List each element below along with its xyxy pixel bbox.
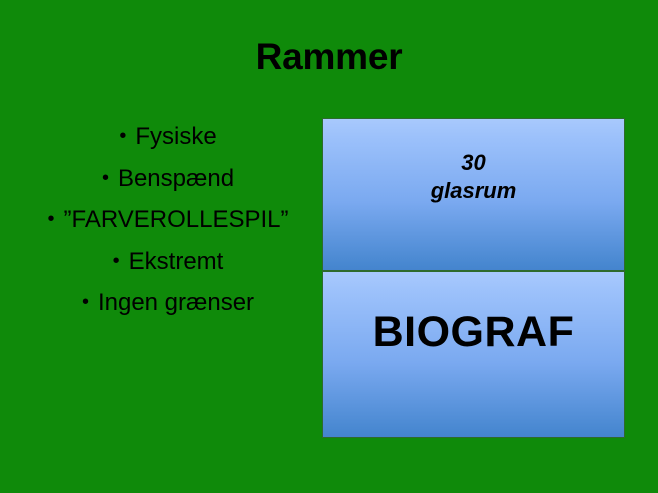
diagram-box-glasrum-text: 30 glasrum: [431, 149, 517, 205]
bullet-dot-icon: •: [112, 249, 120, 272]
list-item: • Benspænd: [18, 158, 318, 200]
list-item-label: Benspænd: [117, 164, 235, 192]
diagram-box-glasrum-line2: glasrum: [430, 177, 517, 203]
list-item-label: Ekstremt: [128, 247, 224, 275]
diagram-box-biograf-label: BIOGRAF: [372, 307, 575, 356]
list-item: • Ekstremt: [18, 241, 318, 283]
bullet-dot-icon: •: [47, 208, 55, 230]
diagram-box-glasrum: 30 glasrum: [322, 118, 625, 271]
page-title: Rammer: [255, 36, 403, 77]
list-item: • ”FARVEROLLESPIL”: [18, 199, 318, 241]
diagram-box-glasrum-line1: 30: [461, 149, 486, 175]
list-item-label: ”FARVEROLLESPIL”: [63, 206, 289, 233]
list-item: • Ingen grænser: [18, 282, 318, 324]
list-item-label: Fysiske: [135, 123, 217, 150]
list-item: • Fysiske: [18, 116, 318, 158]
bullet-dot-icon: •: [101, 166, 109, 189]
diagram-group: 30 glasrum BIOGRAF: [322, 118, 625, 438]
list-item-label: Ingen grænser: [97, 289, 255, 316]
bullet-list: • Fysiske • Benspænd • ”FARVEROLLESPIL” • Ek…: [18, 116, 318, 324]
bullet-dot-icon: •: [119, 125, 127, 147]
bullet-dot-icon: •: [81, 291, 89, 313]
diagram-box-biograf: BIOGRAF: [322, 271, 625, 438]
